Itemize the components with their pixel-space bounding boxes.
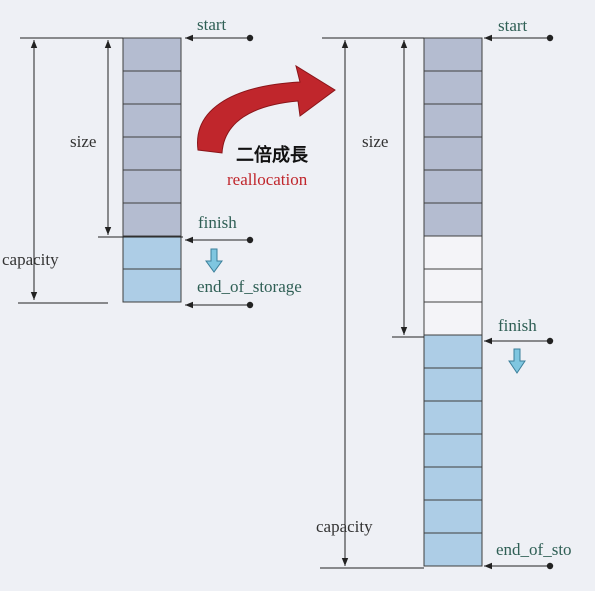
right-vector-cells	[423, 37, 483, 567]
right-used-cell	[423, 169, 483, 204]
right-free-cell	[423, 367, 483, 402]
left-size-label: size	[70, 132, 96, 151]
right-end-of-storage-label: end_of_sto	[496, 540, 572, 559]
right-size-label: size	[362, 132, 388, 151]
left-used-cell	[122, 37, 182, 72]
right-free-cell	[423, 400, 483, 435]
right-finish-pointer	[484, 337, 554, 345]
left-finish-label: finish	[198, 213, 237, 232]
left-capacity-dimension	[18, 37, 123, 304]
left-size-dimension	[98, 40, 183, 238]
right-used-cell	[423, 103, 483, 138]
right-free-cell	[423, 433, 483, 468]
left-finish-pointer	[185, 236, 254, 244]
left-capacity-label: capacity	[2, 250, 59, 269]
right-start-pointer	[484, 34, 554, 42]
right-empty-cell	[423, 301, 483, 336]
right-used-cell	[423, 202, 483, 237]
left-used-cell	[122, 202, 182, 237]
left-start-pointer	[185, 34, 254, 42]
left-used-cell	[122, 169, 182, 204]
right-capacity-label: capacity	[316, 517, 373, 536]
right-free-cell	[423, 532, 483, 567]
left-free-cell	[122, 268, 182, 303]
right-start-label: start	[498, 16, 528, 35]
right-empty-cell	[423, 268, 483, 303]
right-used-cell	[423, 136, 483, 171]
right-used-cell	[423, 70, 483, 105]
right-growth-hint-arrow	[508, 348, 526, 374]
left-vector-cells	[122, 37, 182, 303]
left-end-of-storage-label: end_of_storage	[197, 277, 302, 296]
left-free-cell	[122, 235, 182, 270]
left-used-cell	[122, 136, 182, 171]
growth-title: 二倍成長	[236, 144, 309, 166]
growth-subtitle: reallocation	[227, 170, 308, 189]
left-growth-hint-arrow	[205, 248, 223, 273]
right-end-of-storage-pointer	[484, 562, 554, 570]
right-size-dimension	[392, 40, 424, 338]
left-end-of-storage-pointer	[185, 301, 254, 309]
left-used-cell	[122, 103, 182, 138]
left-used-cell	[122, 70, 182, 105]
left-start-label: start	[197, 15, 227, 34]
right-capacity-dimension	[320, 37, 424, 569]
right-free-cell	[423, 334, 483, 369]
right-finish-label: finish	[498, 316, 537, 335]
right-used-cell	[423, 37, 483, 72]
right-empty-cell	[423, 235, 483, 270]
right-free-cell	[423, 499, 483, 534]
red-curved-arrow-icon	[197, 64, 336, 154]
right-free-cell	[423, 466, 483, 501]
